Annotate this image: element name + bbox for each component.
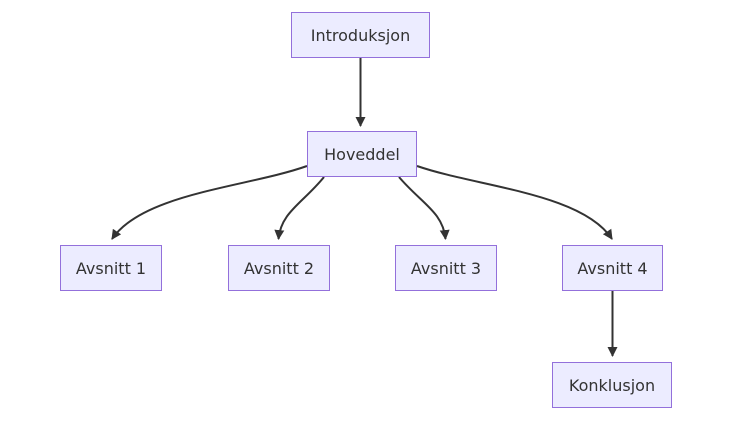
edge-hoveddel-avsnitt-3 bbox=[398, 176, 450, 240]
node-label: Konklusjon bbox=[568, 375, 656, 395]
node-konklusjon: Konklusjon bbox=[552, 362, 672, 408]
node-avsnitt-3: Avsnitt 3 bbox=[395, 245, 497, 291]
node-avsnitt-4: Avsnitt 4 bbox=[562, 245, 663, 291]
node-avsnitt-2: Avsnitt 2 bbox=[228, 245, 330, 291]
node-introduksjon: Introduksjon bbox=[291, 12, 430, 58]
node-label: Avsnitt 1 bbox=[75, 258, 147, 278]
edge-hoveddel-avsnitt-1 bbox=[111, 165, 308, 240]
node-avsnitt-1: Avsnitt 1 bbox=[60, 245, 162, 291]
edge-hoveddel-avsnitt-2 bbox=[274, 176, 325, 240]
node-label: Hoveddel bbox=[324, 144, 400, 164]
node-label: Introduksjon bbox=[310, 25, 411, 45]
edge-hoveddel-avsnitt-4 bbox=[416, 165, 613, 240]
node-label: Avsnitt 2 bbox=[243, 258, 315, 278]
node-hoveddel: Hoveddel bbox=[307, 131, 417, 177]
node-label: Avsnitt 3 bbox=[410, 258, 482, 278]
node-label: Avsnitt 4 bbox=[577, 258, 648, 278]
